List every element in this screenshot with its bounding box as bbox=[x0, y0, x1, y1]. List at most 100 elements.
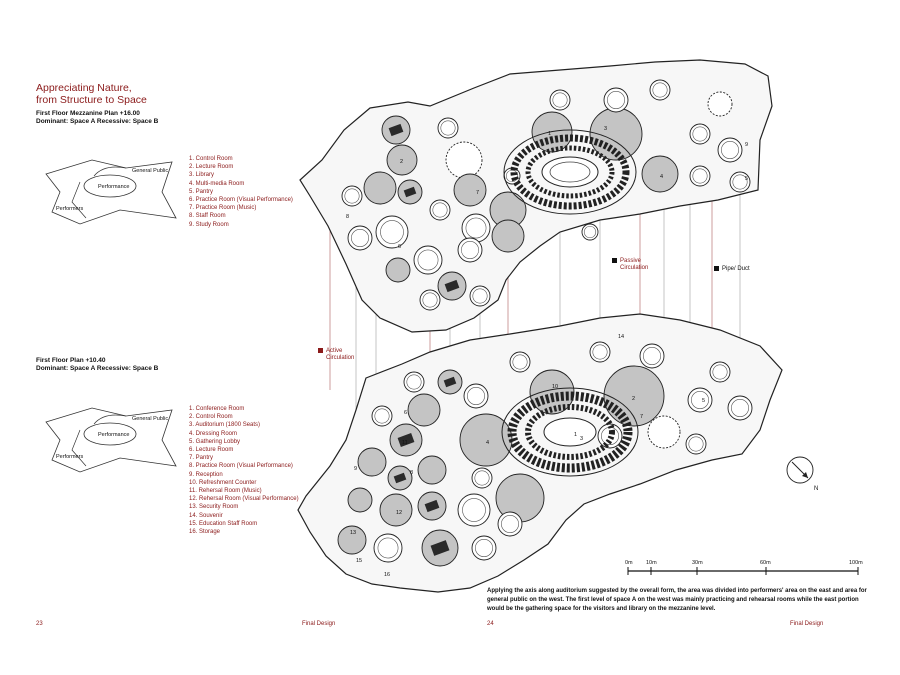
footer-left-label: Final Design bbox=[302, 621, 336, 627]
room-number: 4 bbox=[660, 174, 663, 180]
room-circle bbox=[641, 155, 679, 193]
mezzanine-dominance: Dominant: Space A Recessive: Space B bbox=[36, 118, 159, 125]
room-dark-core bbox=[397, 433, 415, 447]
room-number: 7 bbox=[476, 190, 479, 196]
legend-item: 4. Dressing Room bbox=[189, 430, 238, 437]
ff-diagram-general: General Public bbox=[132, 416, 168, 422]
room-inner-ring bbox=[377, 537, 399, 559]
room-inner-ring bbox=[472, 288, 488, 304]
room-inner-ring bbox=[344, 188, 360, 204]
room-circle bbox=[707, 91, 733, 117]
legend-item: 6. Practice Room (Visual Performance) bbox=[189, 197, 293, 204]
room-inner-ring bbox=[583, 225, 597, 239]
mezzanine-auditorium-ring bbox=[503, 129, 637, 215]
room-circle bbox=[453, 173, 487, 207]
footer-right-label: Final Design bbox=[790, 621, 824, 627]
room-dark-core bbox=[443, 376, 457, 388]
scale-label: 100m bbox=[849, 560, 863, 566]
room-number: 1 bbox=[548, 131, 551, 137]
scale-label: 0m bbox=[625, 560, 633, 566]
room-number: 2 bbox=[632, 396, 635, 402]
legend-item: 2. Control Room bbox=[189, 414, 233, 421]
room-inner-ring bbox=[475, 539, 493, 557]
room-inner-ring bbox=[461, 241, 479, 259]
room-inner-ring bbox=[417, 249, 439, 271]
mezz-diagram-performance: Performance bbox=[98, 184, 130, 190]
room-number: 12 bbox=[396, 510, 402, 516]
room-number: 3 bbox=[580, 436, 583, 442]
room-circle bbox=[363, 171, 397, 205]
footer-right-page: 24 bbox=[487, 621, 494, 627]
legend-item: 7. Practice Room (Music) bbox=[189, 205, 257, 212]
room-number: 6 bbox=[398, 244, 401, 250]
room-inner-ring bbox=[374, 408, 390, 424]
legend-item: 10. Refreshment Counter bbox=[189, 479, 257, 486]
design-description: Applying the axis along auditorium sugge… bbox=[487, 588, 867, 612]
room-number: 16 bbox=[384, 572, 390, 578]
legend-item: 14. Souvenir bbox=[189, 512, 223, 519]
room-circle bbox=[647, 415, 681, 449]
room-number: 9 bbox=[354, 466, 357, 472]
north-label: N bbox=[814, 486, 818, 492]
room-inner-ring bbox=[691, 391, 709, 409]
room-inner-ring bbox=[406, 374, 422, 390]
legend-item: 1. Control Room bbox=[189, 156, 233, 162]
first-floor-zone-diagram: General Public Performance Performers bbox=[45, 407, 177, 473]
room-inner-ring bbox=[552, 92, 568, 108]
legend-item: 15. Education Staff Room bbox=[189, 520, 258, 527]
room-number: 7 bbox=[640, 414, 643, 420]
room-circle bbox=[347, 487, 373, 513]
legend-item: 2. Lecture Room bbox=[189, 164, 234, 171]
room-inner-ring bbox=[440, 120, 456, 136]
room-inner-ring bbox=[592, 344, 608, 360]
legend-item: 9. Study Room bbox=[189, 221, 229, 228]
room-number: 14 bbox=[618, 334, 624, 340]
pipe-marker-icon bbox=[714, 266, 719, 271]
pipe-duct-tag: Pipe/ Duct bbox=[714, 266, 750, 273]
room-inner-ring bbox=[467, 387, 485, 405]
room-inner-ring bbox=[607, 91, 625, 109]
mezzanine-zone-diagram: General Public Performance Performers bbox=[45, 159, 177, 225]
active-line-1: Active bbox=[326, 348, 343, 355]
room-inner-ring bbox=[692, 168, 708, 184]
room-dark-core bbox=[403, 186, 417, 198]
legend-item: 3. Library bbox=[189, 172, 215, 179]
legend-item: 7. Pantry bbox=[189, 455, 214, 462]
legend-item: 3. Auditorium (1800 Seats) bbox=[189, 422, 261, 429]
page-title: Appreciating Nature, from Structure to S… bbox=[36, 82, 147, 106]
room-inner-ring bbox=[351, 229, 369, 247]
room-number: 8 bbox=[346, 214, 349, 220]
room-inner-ring bbox=[712, 364, 728, 380]
active-circulation-tag: Active Circulation bbox=[318, 348, 354, 362]
room-dark-core bbox=[430, 540, 450, 556]
room-circle bbox=[417, 455, 447, 485]
ff-diagram-performance: Performance bbox=[98, 432, 130, 438]
north-arrow: N bbox=[786, 456, 818, 492]
room-inner-ring bbox=[732, 174, 748, 190]
room-number: 5 bbox=[702, 398, 705, 404]
passive-circulation-tag: Passive Circulation bbox=[612, 258, 648, 272]
room-number: 1 bbox=[574, 432, 577, 438]
room-inner-ring bbox=[462, 498, 486, 522]
room-number: 11 bbox=[402, 440, 408, 446]
legend-item: 8. Staff Room bbox=[189, 213, 226, 220]
room-number: 2 bbox=[400, 159, 403, 165]
first-floor-heading: First Floor Plan +10.40 bbox=[36, 357, 106, 364]
room-circle bbox=[407, 393, 441, 427]
legend-item: 6. Lecture Room bbox=[189, 447, 234, 454]
room-number: 3 bbox=[604, 126, 607, 132]
mezz-diagram-performers: Performers bbox=[56, 206, 83, 212]
legend-item: 1. Conference Room bbox=[189, 406, 245, 412]
passive-line-1: Passive bbox=[620, 258, 642, 265]
scale-label: 10m bbox=[646, 560, 657, 566]
passive-line-2: Circulation bbox=[620, 265, 649, 272]
room-circle bbox=[386, 144, 418, 176]
mezzanine-legend: 1. Control Room 2. Lecture Room 3. Libra… bbox=[189, 155, 293, 229]
room-inner-ring bbox=[474, 470, 490, 486]
room-inner-ring bbox=[505, 169, 519, 183]
